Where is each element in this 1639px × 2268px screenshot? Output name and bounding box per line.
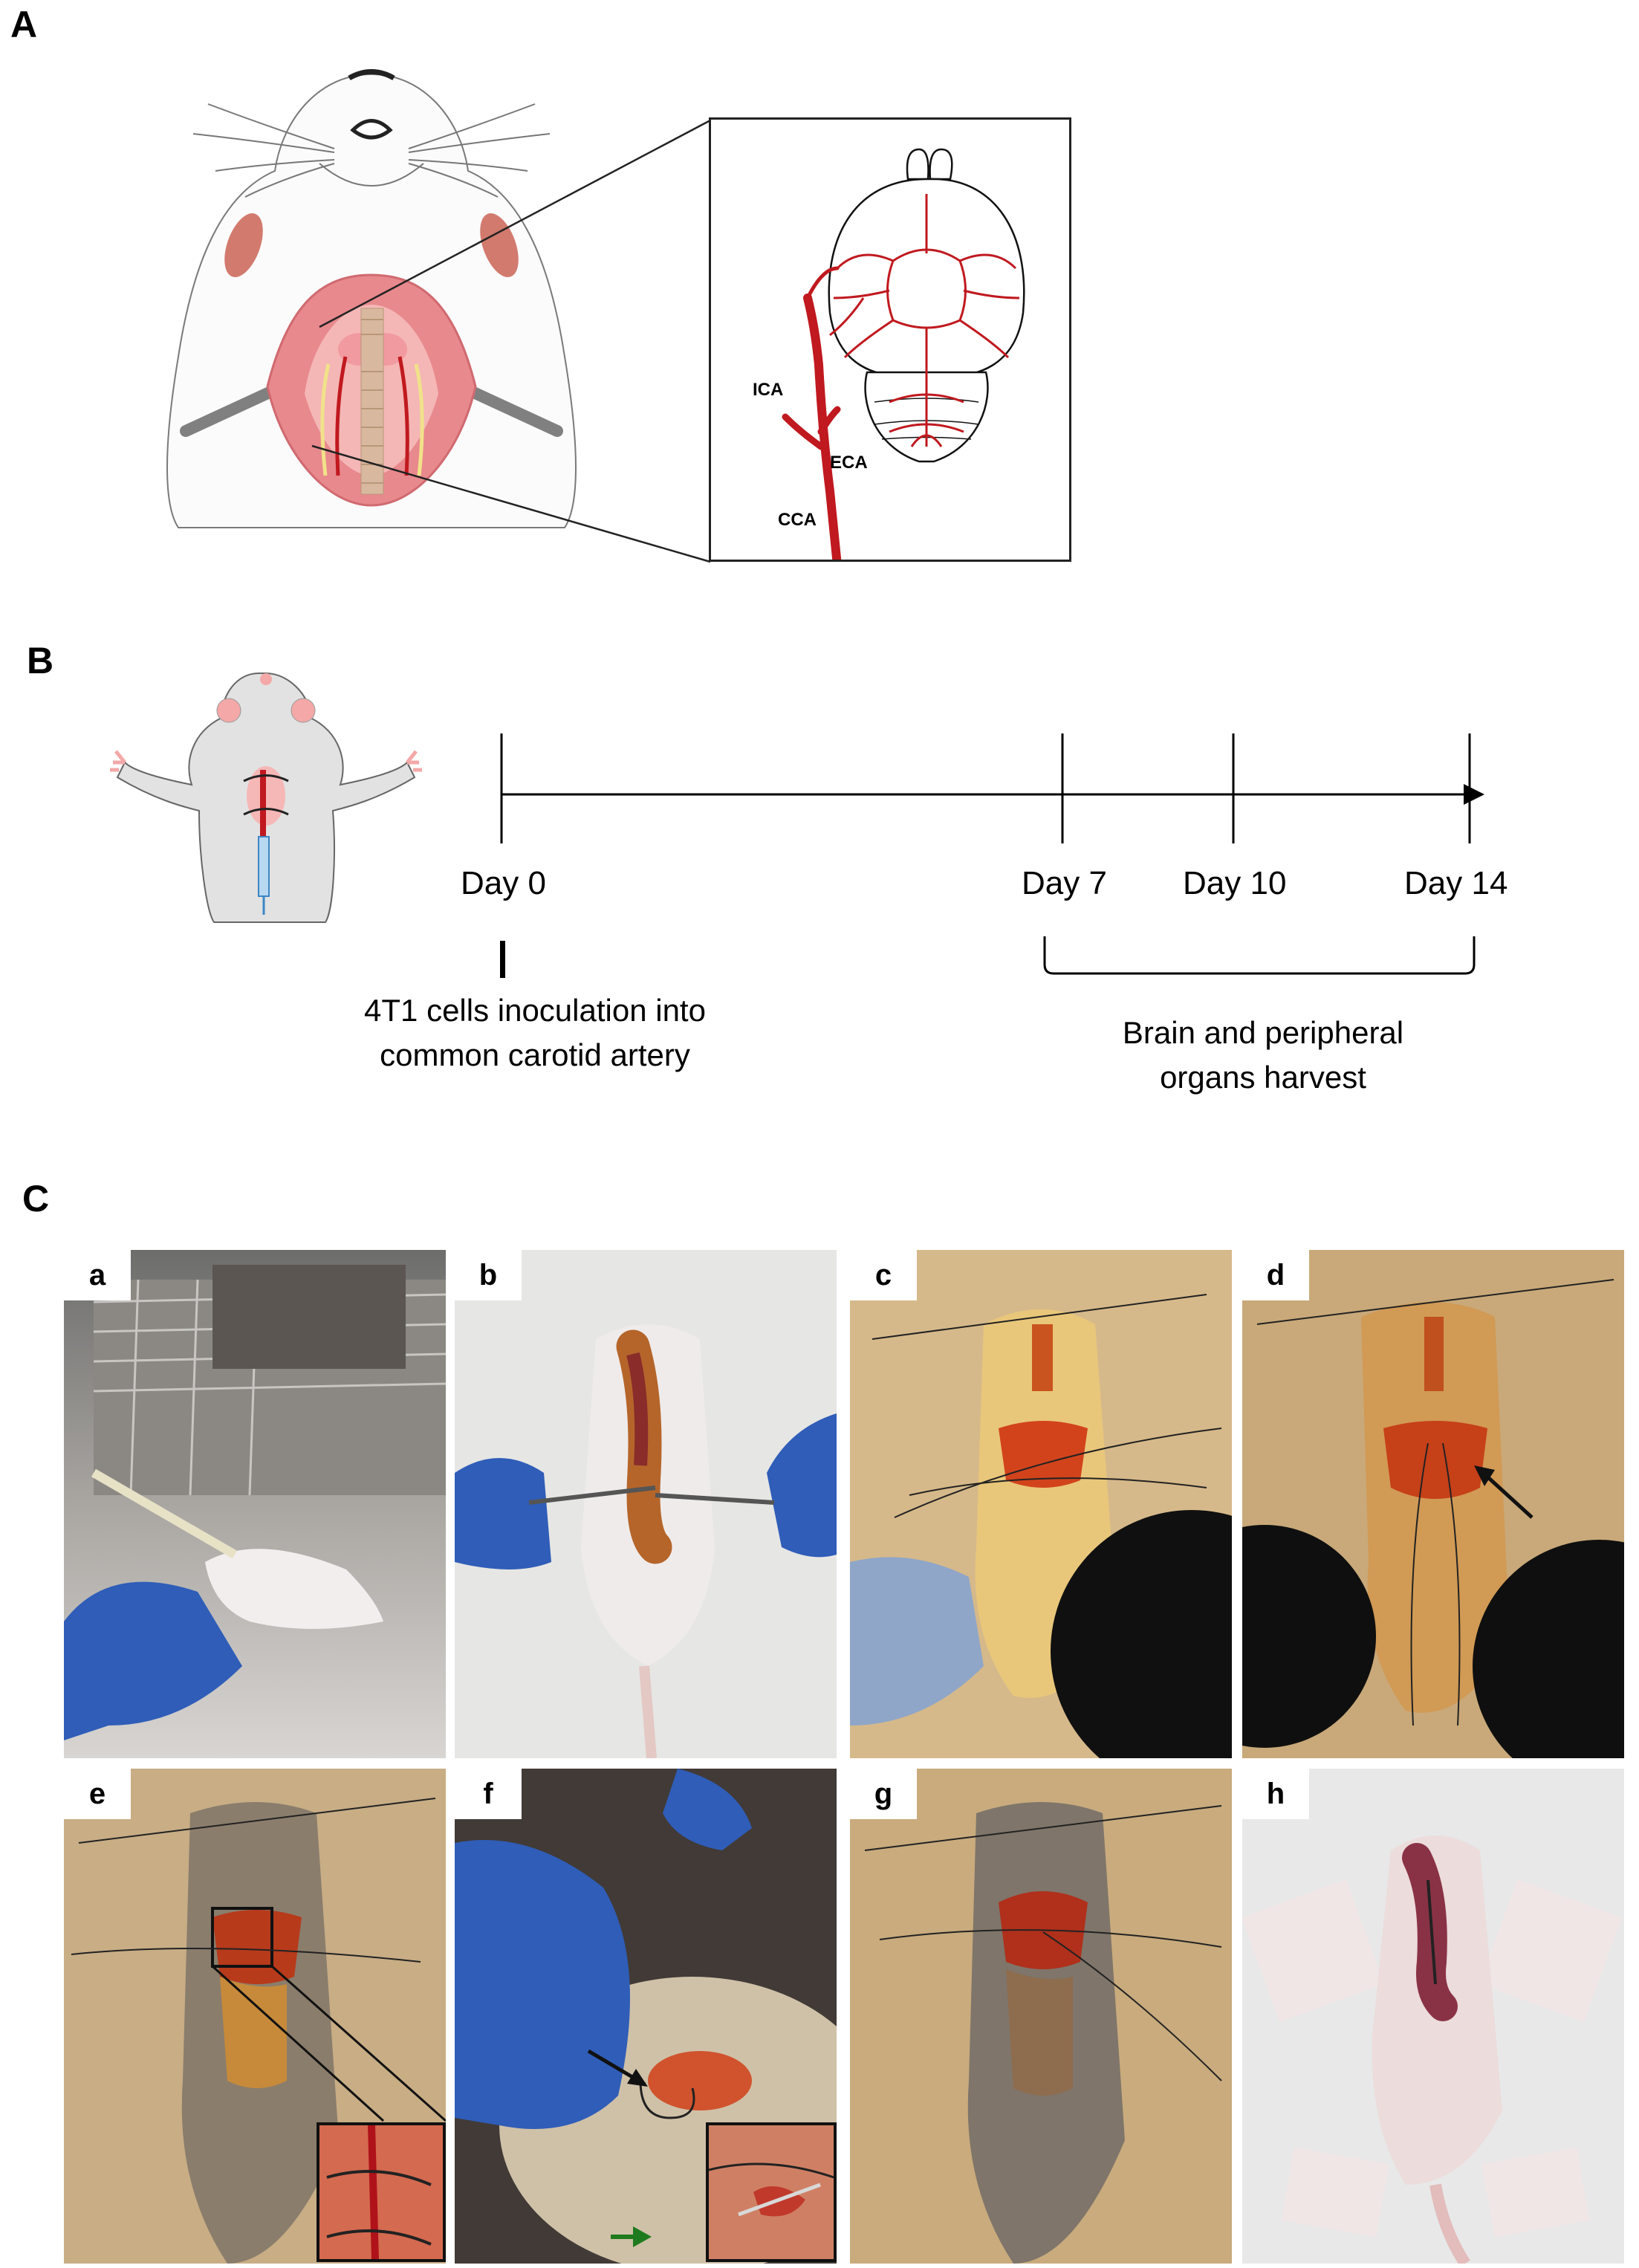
photo-d-arrow-icon xyxy=(1474,1465,1495,1486)
photo-f-inset xyxy=(706,2122,837,2262)
photo-c-artery-exposure: c xyxy=(850,1250,1232,1758)
ica-label: ICA xyxy=(753,380,784,400)
photo-d-label: d xyxy=(1242,1250,1309,1300)
photo-b-incision: b xyxy=(455,1250,837,1758)
day-10-label: Day 10 xyxy=(1183,865,1287,901)
photo-h-sutured-mouse: h xyxy=(1242,1769,1624,2264)
photo-f-green-arrow-icon xyxy=(633,2226,652,2247)
inoculation-marker xyxy=(500,941,505,978)
photo-g-label: g xyxy=(850,1769,917,1819)
experiment-timeline xyxy=(500,733,1484,843)
inoculation-caption: 4T1 cells inoculation into common caroti… xyxy=(364,993,706,1072)
panel-letter-a: A xyxy=(10,4,38,45)
photo-f-label: f xyxy=(455,1769,522,1819)
photo-e-label: e xyxy=(64,1769,131,1819)
photo-f-cell-injection: f xyxy=(455,1769,837,2264)
photo-d-arrow-shaft xyxy=(1480,1470,1533,1519)
panel-letter-c: C xyxy=(22,1178,50,1219)
mouse-inoculation-illustration xyxy=(110,673,422,923)
photo-c-label: c xyxy=(850,1250,917,1300)
day-7-label: Day 7 xyxy=(1022,865,1107,901)
zoom-connector-lines xyxy=(311,119,711,563)
panel-letter-b: B xyxy=(27,640,54,681)
brain-vasculature-inset: ICA ECA CCA xyxy=(709,117,1071,570)
harvest-caption: Brain and peripheral organs harvest xyxy=(1122,1015,1404,1095)
photo-b-label: b xyxy=(455,1250,522,1300)
photo-a-label: a xyxy=(64,1250,131,1300)
photo-f-black-arrow-icon xyxy=(627,2069,648,2087)
photo-e-zoom-box xyxy=(211,1907,273,1968)
harvest-bracket xyxy=(1043,936,1476,975)
photo-a-mouse-injection: a xyxy=(64,1250,446,1758)
brain-vasculature-diagram xyxy=(782,148,1025,570)
photo-h-label: h xyxy=(1242,1769,1309,1819)
day-14-label: Day 14 xyxy=(1404,865,1508,901)
photo-e-inset xyxy=(317,2122,446,2262)
eca-label: ECA xyxy=(830,453,868,473)
timeline-arrowhead xyxy=(1464,784,1484,805)
photo-e-suture-placement: e xyxy=(64,1769,446,2264)
photo-g-closure: g xyxy=(850,1769,1232,2264)
day-0-label: Day 0 xyxy=(461,865,546,901)
cca-label: CCA xyxy=(778,510,817,530)
photo-d-ligature: d xyxy=(1242,1250,1624,1758)
